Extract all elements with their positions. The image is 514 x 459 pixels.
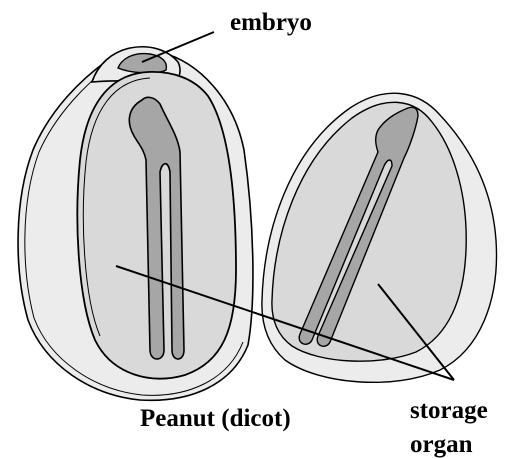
left-peanut-half xyxy=(18,47,253,401)
diagram-title: Peanut (dicot) xyxy=(140,405,291,432)
embryo-label: embryo xyxy=(230,9,312,36)
storage-organ-label-line2: organ xyxy=(410,431,473,458)
right-peanut-half xyxy=(262,93,497,382)
storage-organ-label-line1: storage xyxy=(410,397,488,424)
